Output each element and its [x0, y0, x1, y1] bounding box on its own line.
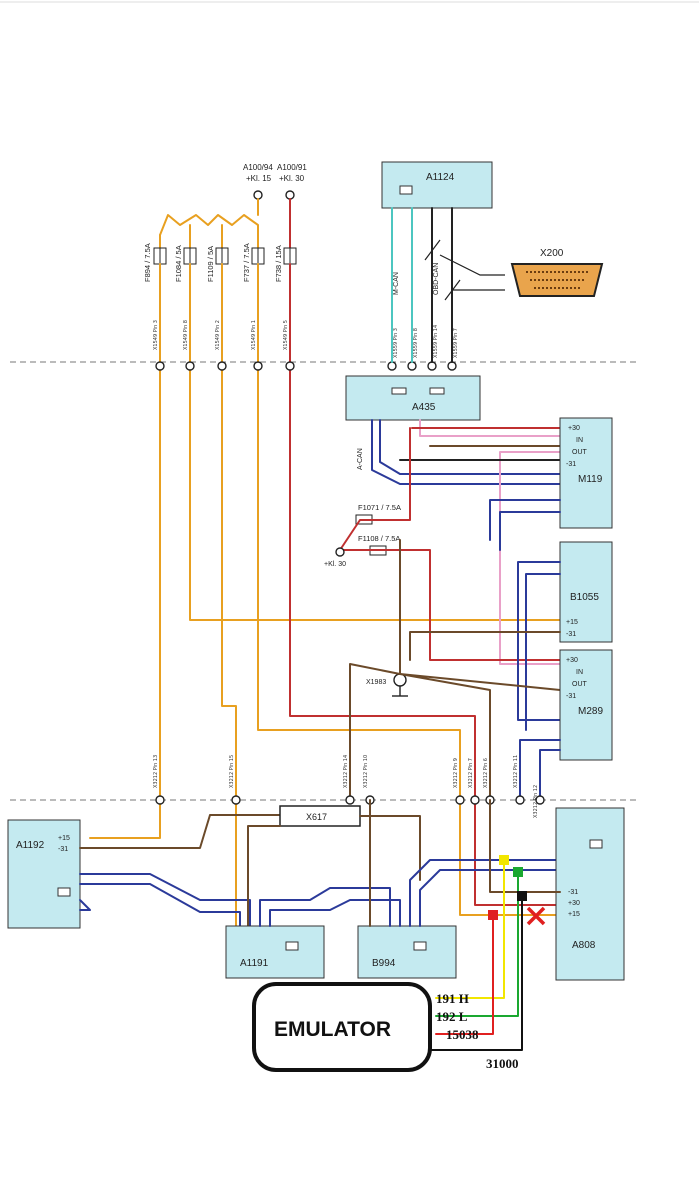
pin-label-x3212-11: X3212 Pin 11 — [513, 755, 519, 788]
pin-label-x3212-6: X3212 Pin 6 — [483, 758, 489, 788]
module-label-x617: X617 — [306, 812, 327, 822]
a808-plus15: +15 — [568, 911, 580, 918]
fuse-f1109 — [215, 247, 229, 265]
connector-row-top — [155, 361, 457, 371]
module-b1055 — [559, 541, 613, 643]
fuse-f737 — [251, 247, 265, 265]
fuse-label-f1108: F1108 / 7.5A — [358, 534, 400, 543]
pin-label-x1549-1: X1549 Pin 1 — [251, 320, 257, 350]
pin-label-x1549-3: X1549 Pin 3 — [153, 320, 159, 350]
module-label-a1191: A1191 — [240, 958, 269, 969]
pin-label-x3212-7: X3212 Pin 7 — [468, 758, 474, 788]
pin-label-x1559-3: X1559 Pin 3 — [393, 328, 399, 358]
a1192-minus31: -31 — [58, 846, 68, 853]
module-a435 — [345, 375, 481, 421]
module-label-m119: M119 — [578, 474, 603, 485]
kl30-connector — [335, 547, 345, 557]
module-label-a1124: A1124 — [426, 172, 455, 183]
module-label-x200: X200 — [540, 248, 564, 259]
pin-label-x3212-14: X3212 Pin 14 — [343, 755, 349, 788]
bus-label-obdcan: OBD-CAN — [433, 263, 440, 295]
module-label-a435: A435 — [412, 402, 436, 413]
feed-connector-kl30 — [285, 190, 295, 200]
bus-label-mcan: M-CAN — [393, 272, 400, 295]
pin-label-x1549-5: X1549 Pin 5 — [283, 320, 289, 350]
feed-label-a100-94: A100/94 — [243, 163, 273, 172]
module-label-a1192: A1192 — [16, 840, 45, 851]
emulator-box — [252, 982, 432, 1072]
module-label-a808: A808 — [572, 940, 596, 951]
a808-minus31: -31 — [568, 889, 578, 896]
module-a1191 — [225, 925, 325, 979]
a808-plus30: +30 — [568, 900, 580, 907]
m289-plus30: +30 — [566, 657, 578, 664]
fuse-f738 — [283, 247, 297, 265]
feed-connector-kl15 — [253, 190, 263, 200]
feed-label-kl30: +Kl. 30 — [279, 174, 305, 183]
module-a808 — [555, 807, 625, 981]
pin-label-x1549-8: X1549 Pin 8 — [183, 320, 189, 350]
module-b994 — [357, 925, 457, 979]
m119-minus31: -31 — [566, 461, 576, 468]
b1055-plus15: +15 — [566, 619, 578, 626]
module-a1124 — [381, 161, 493, 209]
emulator-label: EMULATOR — [274, 1018, 391, 1041]
emulator-line-192l: 192 L — [436, 1009, 468, 1024]
module-m289 — [559, 649, 613, 761]
pin-label-x1559-8: X1559 Pin 8 — [413, 328, 419, 358]
emulator-line-31000: 31000 — [486, 1056, 519, 1071]
m289-out: OUT — [572, 681, 588, 688]
fuse-label-f1071: F1071 / 7.5A — [358, 503, 401, 512]
fuse-label-f738: F738 / 15A — [274, 245, 283, 282]
module-m119 — [559, 417, 613, 529]
obd-connector-icon — [510, 263, 604, 297]
fuse-label-f737: F737 / 7.5A — [242, 243, 251, 282]
bus-label-acan: A-CAN — [357, 448, 364, 470]
module-label-m289: M289 — [578, 706, 603, 717]
m289-minus31: -31 — [566, 693, 576, 700]
m119-in: IN — [576, 437, 583, 444]
ground-tap-icon — [517, 891, 527, 901]
kl30-label: +Kl. 30 — [324, 561, 346, 568]
ground-label-x1983: X1983 — [366, 679, 386, 686]
feed-label-kl15: +Kl. 15 — [246, 174, 272, 183]
can-h-tap-icon — [499, 855, 509, 865]
can-l-tap-icon — [513, 867, 523, 877]
pin-label-x1549-2: X1549 Pin 2 — [215, 320, 221, 350]
power-tap-icon — [488, 910, 498, 920]
m119-out: OUT — [572, 449, 588, 456]
fuse-label-f1084: F1084 / 5A — [174, 245, 183, 282]
fuse-label-f894: F894 / 7.5A — [143, 243, 152, 282]
emulator-line-15038: 15038 — [446, 1027, 479, 1042]
relay-icon — [399, 185, 413, 195]
fuse-label-f1109: F1109 / 5A — [206, 246, 215, 282]
a1192-plus15: +15 — [58, 835, 70, 842]
connector-row-bottom — [155, 795, 545, 805]
module-a1192 — [7, 819, 81, 929]
fuse-f894 — [153, 247, 167, 265]
pin-label-x3212-15: X3212 Pin 15 — [229, 755, 235, 788]
pin-label-x1559-7: X1559 Pin 7 — [453, 328, 459, 358]
ground-junction-icon — [393, 673, 407, 687]
pin-label-x3212-9: X3212 Pin 9 — [453, 758, 459, 788]
pin-label-x1559-14: X1559 Pin 14 — [433, 325, 439, 358]
module-label-b1055: B1055 — [570, 592, 599, 603]
m119-plus30: +30 — [568, 425, 580, 432]
b1055-minus31: -31 — [566, 631, 576, 638]
feed-label-a100-91: A100/91 — [277, 163, 307, 172]
pin-label-x3212-13: X3212 Pin 13 — [153, 755, 159, 788]
module-label-b994: B994 — [372, 958, 396, 969]
red-x-icon — [526, 906, 546, 926]
m289-in: IN — [576, 669, 583, 676]
fuse-f1084 — [183, 247, 197, 265]
pin-label-x3212-12: X3212 Pin 12 — [533, 785, 539, 818]
emulator-line-191h: 191 H — [436, 991, 469, 1006]
pin-label-x3212-10: X3212 Pin 10 — [363, 755, 369, 788]
